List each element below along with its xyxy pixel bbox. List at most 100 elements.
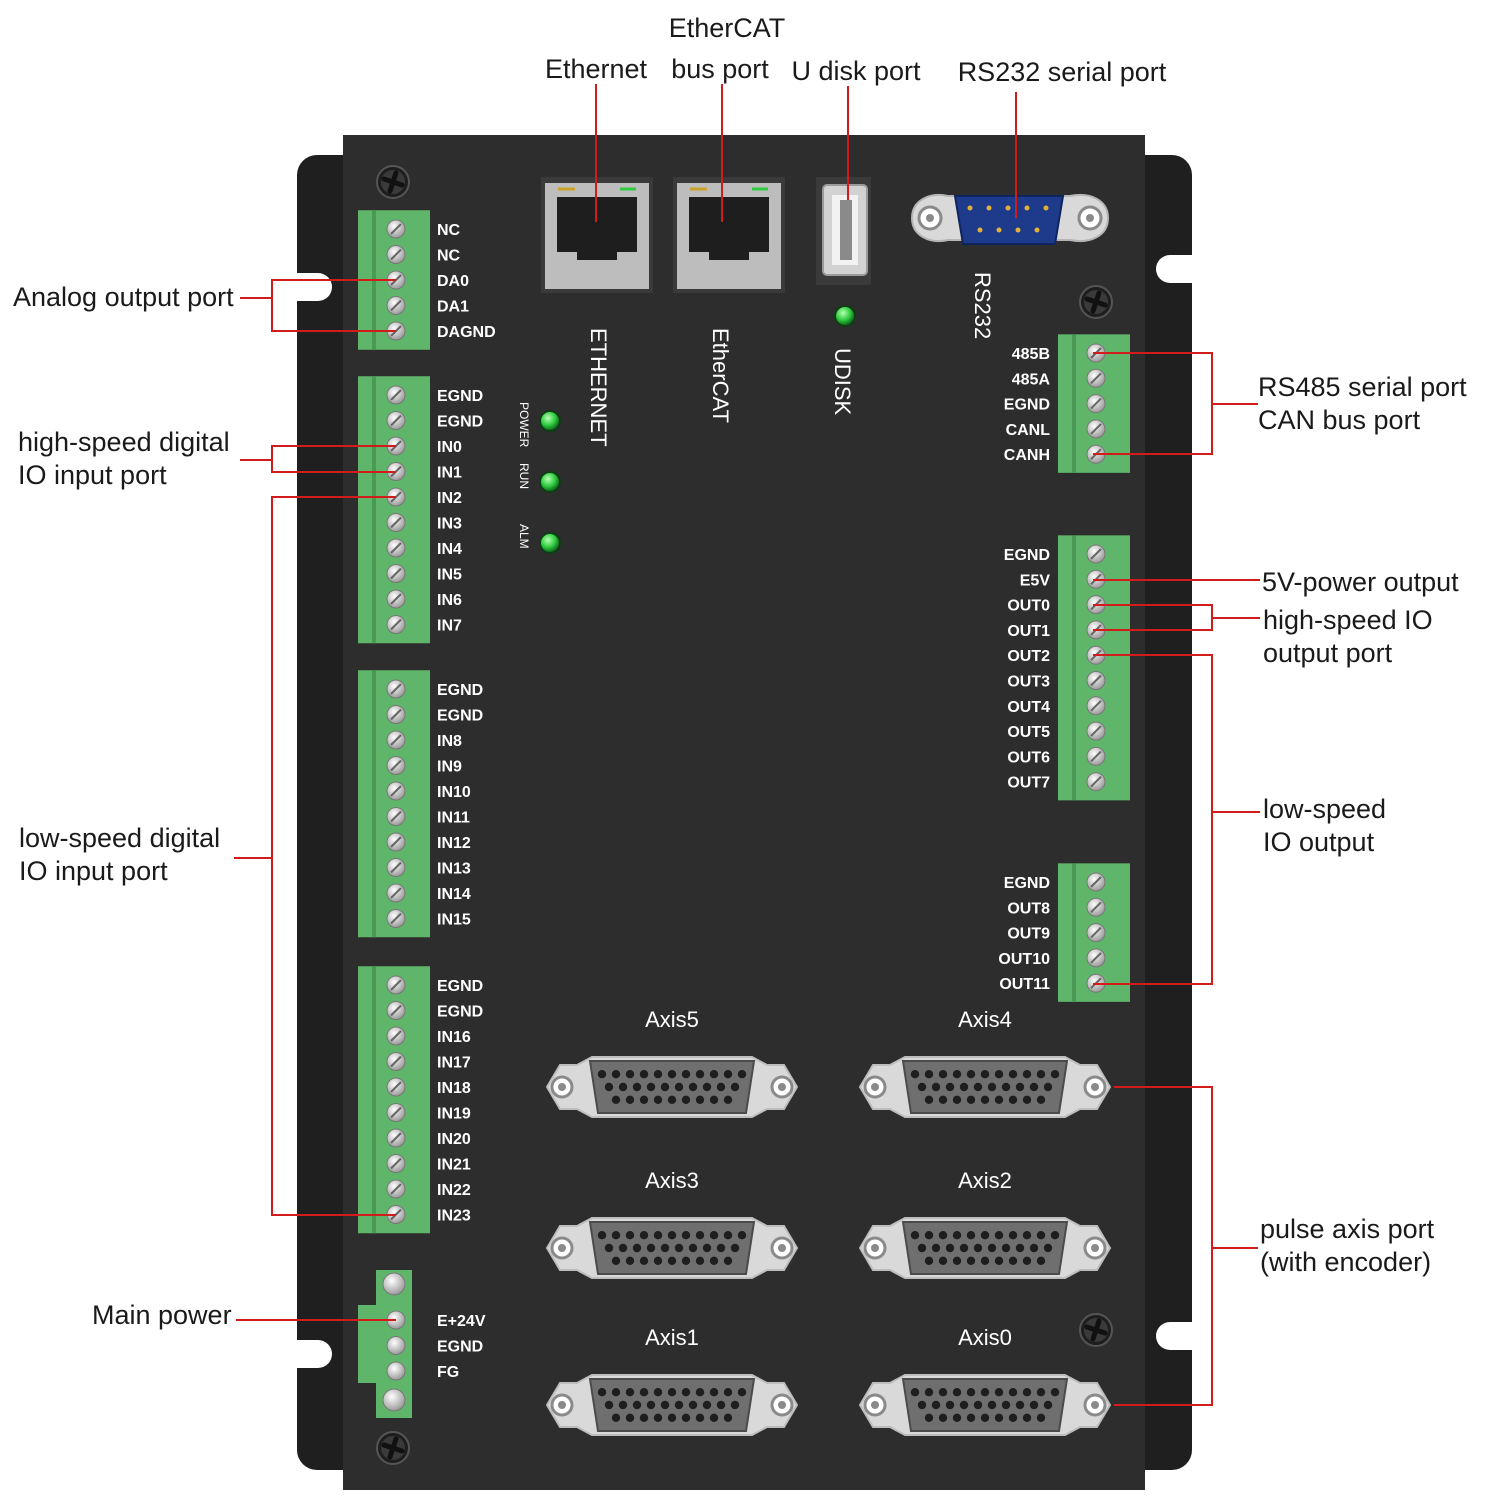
- connector-pin-icon: [688, 1082, 698, 1092]
- connector-pin-icon: [1008, 1231, 1018, 1240]
- connector-pin-icon: [1001, 1082, 1011, 1092]
- terminal-pin-label: IN19: [437, 1106, 471, 1123]
- connector-pin-icon: [625, 1256, 635, 1266]
- axis-connector-axis1[interactable]: Axis1: [545, 1325, 799, 1437]
- connector-pin-icon: [987, 1243, 997, 1253]
- axis-connector-axis0[interactable]: Axis0: [858, 1325, 1112, 1437]
- screw-slot-icon: [390, 836, 402, 848]
- terminal-screw-icon[interactable]: [386, 1361, 406, 1381]
- connector-pin-icon: [702, 1243, 712, 1253]
- screw-slot-icon: [390, 810, 402, 823]
- connector-pin-icon: [959, 1082, 969, 1092]
- connector-pin-icon: [716, 1082, 726, 1092]
- connector-pin-icon: [952, 1388, 962, 1397]
- hs-output-callout-line2: output port: [1263, 638, 1393, 668]
- connector-pin-icon: [667, 1413, 677, 1423]
- terminal-pin-label: IN12: [437, 835, 471, 852]
- db-connector-icon: [545, 1055, 799, 1119]
- pulse-axis-callout-line1: pulse axis port: [1260, 1214, 1435, 1244]
- connector-pin-icon: [1050, 1388, 1060, 1397]
- connector-pin-icon: [973, 1400, 983, 1410]
- connector-pin-icon: [1050, 1070, 1060, 1079]
- connector-pin-icon: [681, 1256, 691, 1266]
- connector-pin-icon: [639, 1256, 649, 1266]
- terminal-pin-label: OUT7: [1007, 775, 1050, 792]
- terminal-pin-label: 485A: [1012, 371, 1051, 388]
- connector-pin-icon: [688, 1400, 698, 1410]
- terminal-pin-label: OUT4: [1007, 699, 1050, 716]
- connector-pin-icon: [1036, 1413, 1046, 1423]
- axis-label: Axis1: [645, 1325, 699, 1350]
- connector-pin-icon: [1022, 1256, 1032, 1266]
- connector-pin-icon: [723, 1413, 733, 1423]
- connector-pin-icon: [959, 1400, 969, 1410]
- screw-slot-icon: [390, 1157, 402, 1170]
- connector-pin-icon: [1036, 1095, 1046, 1105]
- connector-pin-icon: [653, 1095, 663, 1105]
- connector-pin-icon: [660, 1243, 670, 1253]
- ethernet-port[interactable]: [541, 177, 653, 293]
- connector-pin-icon: [681, 1070, 691, 1079]
- screw-slot-icon: [390, 1055, 402, 1068]
- terminal-pin-label: IN13: [437, 861, 471, 878]
- connector-pin-icon: [695, 1388, 705, 1397]
- rs232-port[interactable]: [910, 194, 1110, 245]
- connector-pin-icon: [1050, 1231, 1060, 1240]
- axis-connector-axis2[interactable]: Axis2: [858, 1168, 1112, 1280]
- connector-pin-icon: [938, 1388, 948, 1397]
- udisk-title: U disk port: [791, 56, 921, 86]
- terminal-pin-label: IN16: [437, 1029, 471, 1046]
- axis-label: Axis5: [645, 1007, 699, 1032]
- connector-pin-icon: [924, 1388, 934, 1397]
- terminal-screw-icon: [382, 1272, 406, 1296]
- connector-pin-icon: [674, 1082, 684, 1092]
- terminal-pin-label: EGND: [1004, 875, 1050, 892]
- terminal-pin-label: OUT2: [1007, 648, 1050, 665]
- udisk-port[interactable]: [816, 177, 871, 285]
- screw-slot-icon: [1090, 725, 1102, 737]
- ethercat-title-line1: EtherCAT: [669, 13, 786, 43]
- connector-pin-icon: [1036, 1070, 1046, 1079]
- callout-lines: [234, 84, 1260, 1406]
- connector-pin-icon: [667, 1231, 677, 1240]
- terminal-pin-label: EGND: [437, 682, 483, 699]
- connector-pin-icon: [639, 1231, 649, 1240]
- connector-pin-icon: [1022, 1095, 1032, 1105]
- connector-pin-icon: [910, 1231, 920, 1240]
- connector-pin-icon: [625, 1413, 635, 1423]
- terminal-pin-label: IN0: [437, 439, 462, 456]
- terminal-pin-label: IN11: [437, 810, 470, 827]
- connector-pin-icon: [639, 1413, 649, 1423]
- connector-pin-icon: [1022, 1070, 1032, 1079]
- axis-connector-axis5[interactable]: Axis5: [545, 1007, 799, 1119]
- terminal-pin-label: IN17: [437, 1055, 471, 1072]
- terminal-pin-label: OUT9: [1007, 926, 1050, 943]
- connector-pin-icon: [653, 1231, 663, 1240]
- axis-connector-axis3[interactable]: Axis3: [545, 1168, 799, 1280]
- connector-pin-icon: [1029, 1400, 1039, 1410]
- led-power: POWER: [517, 402, 561, 448]
- terminal-pin-label: OUT0: [1007, 598, 1050, 615]
- terminal-pin-label: NC: [437, 248, 461, 265]
- connector-pin-icon: [695, 1256, 705, 1266]
- connector-pin-icon: [632, 1082, 642, 1092]
- db-connector-icon: [545, 1216, 799, 1280]
- screw-slot-icon: [1090, 548, 1102, 560]
- axis-connector-axis4[interactable]: Axis4: [858, 1007, 1112, 1119]
- ls-input-callout-line2: IO input port: [19, 856, 168, 886]
- connector-pin-icon: [910, 1070, 920, 1079]
- connector-pin-icon: [938, 1231, 948, 1240]
- connector-pin-icon: [625, 1231, 635, 1240]
- connector-pin-icon: [730, 1082, 740, 1092]
- connector-pin-icon: [709, 1070, 719, 1079]
- terminal-pin-label: FG: [437, 1364, 459, 1381]
- terminal-blocks: NCNCDA0DA1DAGNDEGNDEGNDIN0IN1IN2IN3IN4IN…: [358, 210, 1130, 1418]
- hs-input-callout-line2: IO input port: [18, 460, 167, 490]
- terminal-screw-icon[interactable]: [386, 1336, 406, 1355]
- connector-pin-icon: [1043, 1082, 1053, 1092]
- connector-pin-icon: [938, 1256, 948, 1266]
- connector-pin-icon: [646, 1082, 656, 1092]
- ethercat-port[interactable]: [673, 177, 785, 293]
